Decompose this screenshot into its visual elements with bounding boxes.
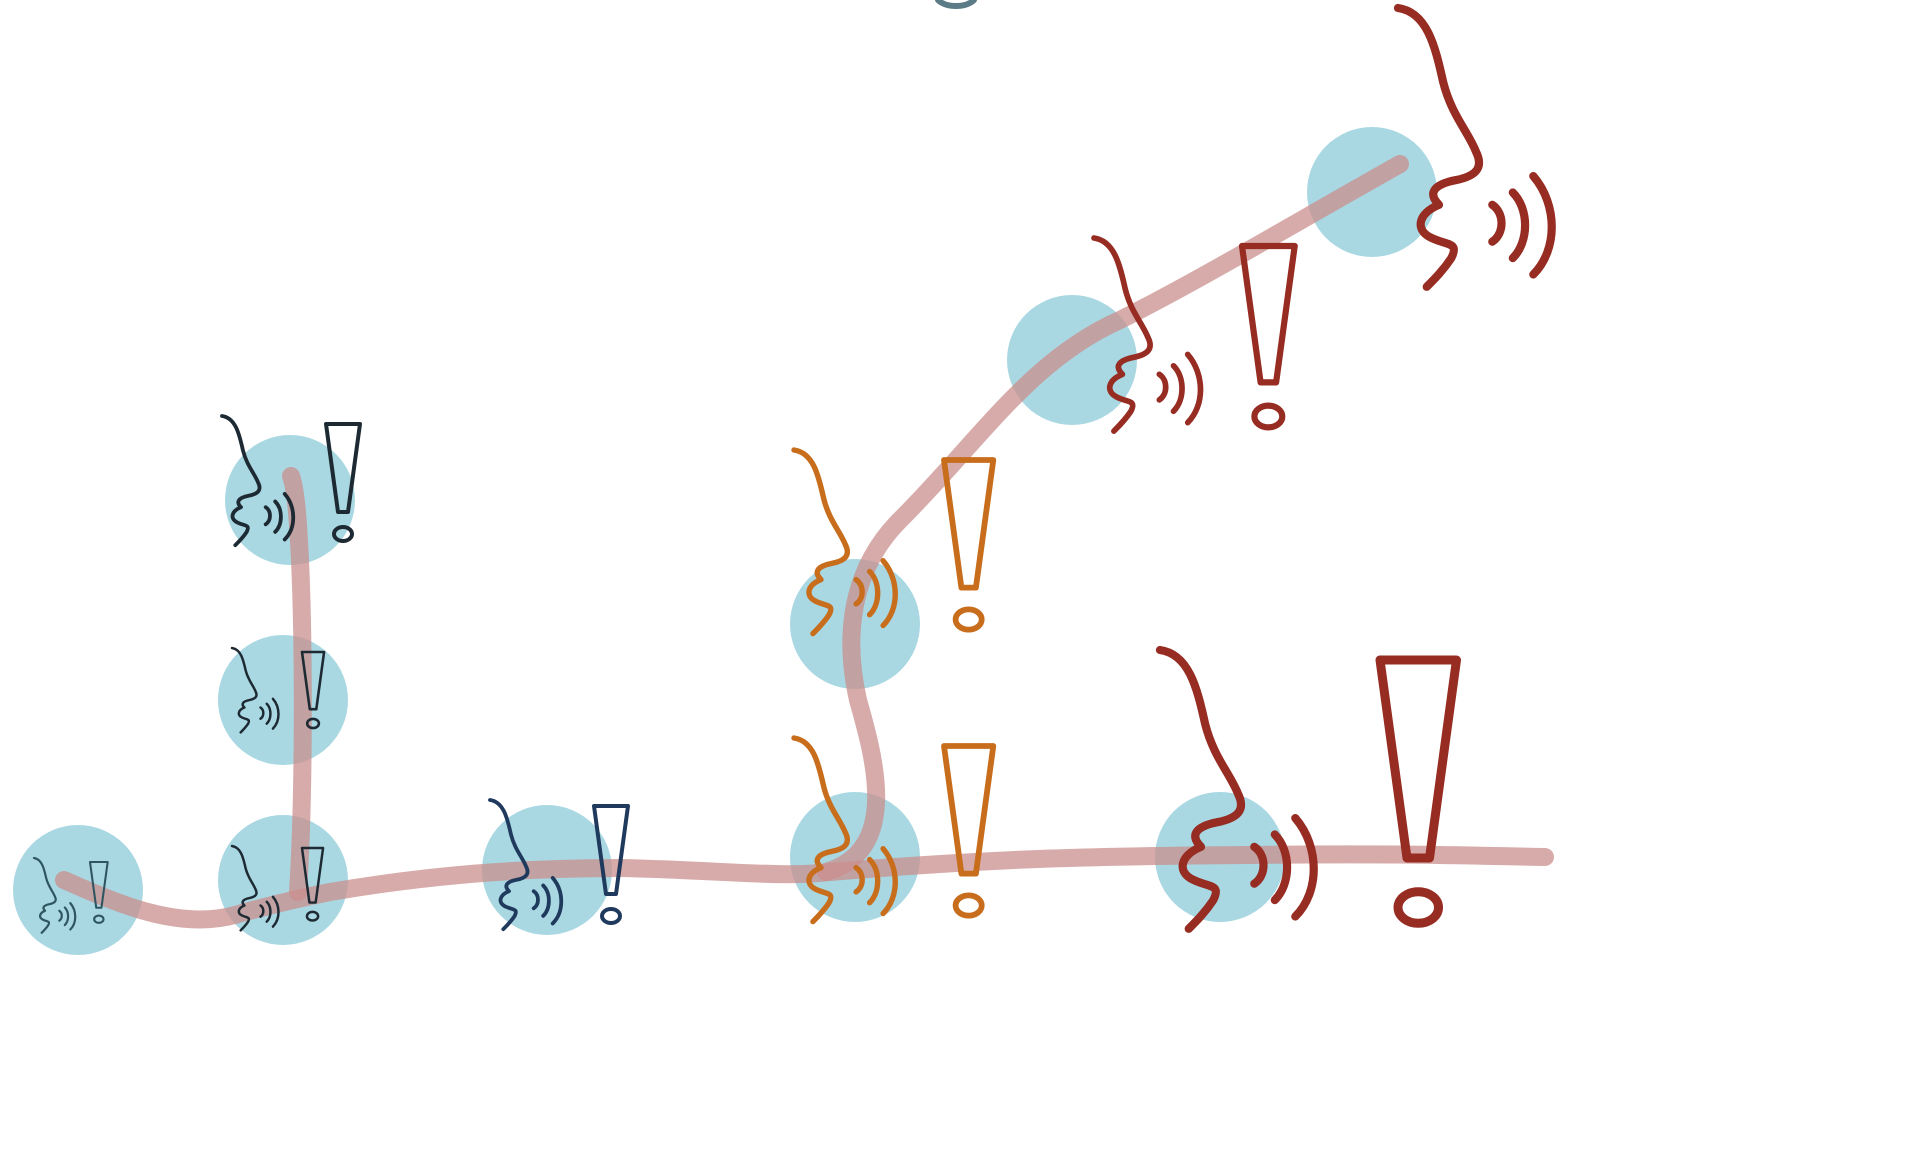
speaking-face-icon [1398,8,1552,287]
node-circle [218,815,348,945]
exclamation-mark-icon [1380,660,1457,923]
node-circle [1307,127,1437,257]
exclamation-mark-icon [944,460,993,630]
exclamation-mark-icon [1242,246,1295,427]
node-7 [794,450,993,634]
node-circle [218,635,348,765]
title-fragment [938,0,974,6]
node-9 [1160,650,1457,929]
node-circles [13,127,1437,955]
exclamation-mark-icon [944,746,993,916]
node-10 [1398,8,1552,287]
path-branch-right [826,164,1400,872]
